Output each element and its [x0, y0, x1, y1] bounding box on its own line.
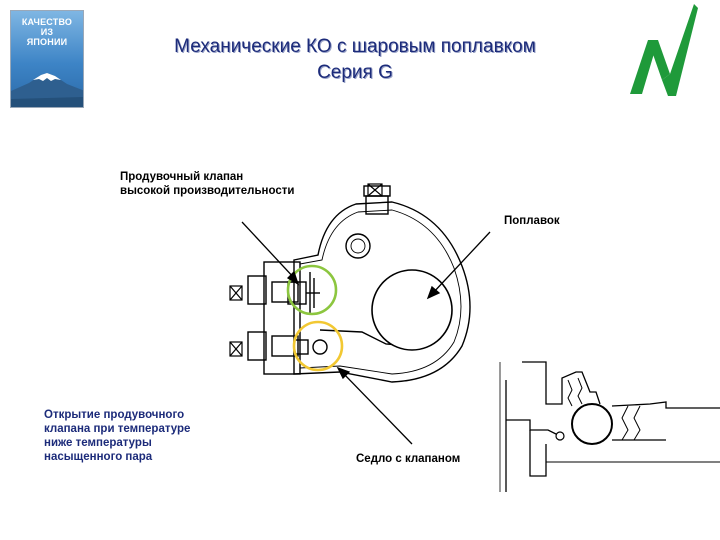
float-ball [371, 269, 453, 351]
quality-badge: КАЧЕСТВО ИЗ ЯПОНИИ [10, 10, 84, 108]
badge-line-1: КАЧЕСТВО [21, 17, 73, 27]
inset-float-ball [571, 403, 613, 445]
title-line-1: Механические КО с шаровым поплавком [174, 36, 536, 57]
blowdown-valve-label: Продувочный клапан высокой производитель… [120, 171, 295, 197]
seat-ball [312, 339, 328, 355]
title-line-2: Серия G [317, 62, 393, 83]
blowdown-highlight-circle [286, 264, 338, 316]
green-m-logo-icon [630, 4, 698, 96]
badge-text: КАЧЕСТВО ИЗ ЯПОНИИ [11, 17, 83, 47]
bolt-end-left-1 [229, 285, 243, 301]
seat-label: Седло с клапаном [356, 453, 461, 465]
bolt-end-left-2 [229, 341, 243, 357]
badge-line-2: ИЗ [40, 27, 54, 37]
opening-description-label: Открытие продувочного клапана при темпер… [44, 409, 191, 463]
mountain-icon [11, 73, 83, 107]
bolt-end-top [367, 183, 383, 197]
left-flange [263, 261, 301, 375]
badge-line-3: ЯПОНИИ [26, 37, 68, 47]
float-label: Поплавок [504, 215, 560, 227]
seat-highlight-circle [292, 320, 344, 372]
page-title: Механические КО с шаровым поплавком Сери… [100, 34, 610, 86]
trap-body-outline [293, 201, 471, 383]
